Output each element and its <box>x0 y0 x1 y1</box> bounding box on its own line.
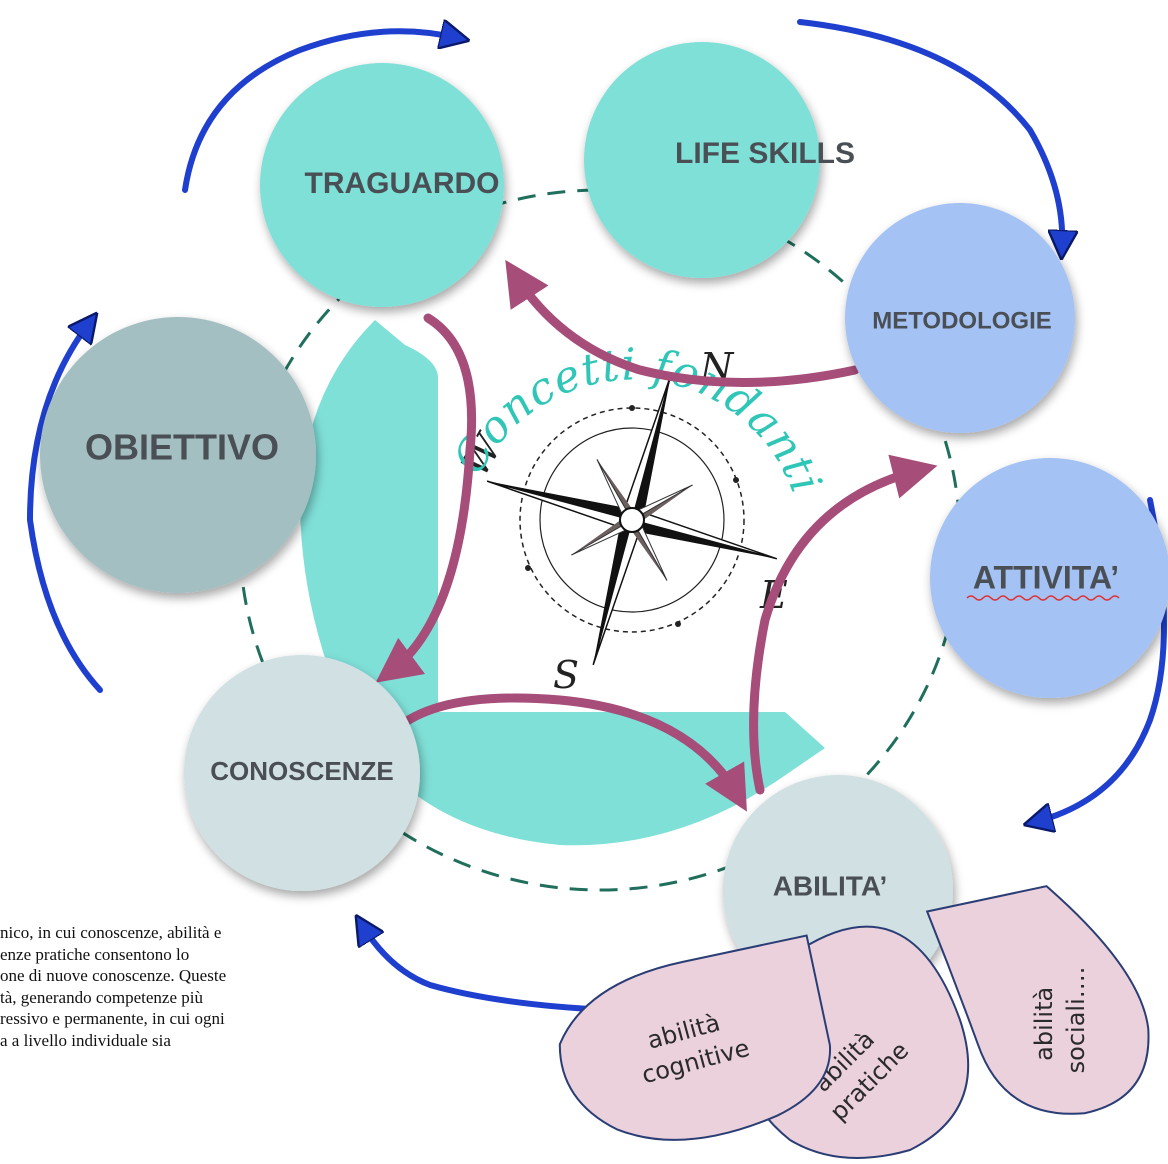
description-line: nico, in cui conoscenze, abilità e <box>0 923 222 942</box>
arrow-abilita-to-attivita <box>749 454 938 795</box>
description-text: nico, in cui conoscenze, abilità e enze … <box>0 922 360 1051</box>
node-conoscenze-label: CONOSCENZE <box>210 756 393 786</box>
spellcheck-underline <box>966 595 1120 601</box>
arrow-obiettivo-to-traguardo <box>182 31 458 193</box>
arrow-conoscenze-to-obiettivo <box>26 322 103 693</box>
drop-abilita-sociali: abilità sociali…. <box>925 885 1150 1115</box>
arrow-traguardo-to-conoscenze <box>375 313 477 683</box>
arrow-metodologie-to-traguardo <box>505 259 860 387</box>
node-abilita-label: ABILITA’ <box>773 870 888 901</box>
description-line: one di nuove conoscenze. Queste <box>0 966 227 985</box>
node-metodologie: METODOLOGIE <box>845 203 1075 433</box>
arrow-conoscenze-to-abilita <box>390 693 747 812</box>
compass-rose-icon <box>486 374 778 666</box>
node-traguardo: TRAGUARDO <box>260 63 504 307</box>
node-life-skills: LIFE SKILLS <box>584 42 855 278</box>
node-traguardo-label: TRAGUARDO <box>305 167 500 200</box>
node-attivita: ATTIVITA’ <box>930 458 1168 698</box>
drop-abilita-sociali-text: abilità sociali…. <box>1030 967 1090 1074</box>
description-line: ressivo e permanente, in cui ogni <box>0 1009 225 1028</box>
node-attivita-label: ATTIVITA’ <box>973 559 1119 595</box>
drop-abilita-cognitive: abilità cognitive <box>558 934 831 1141</box>
node-conoscenze: CONOSCENZE <box>184 655 420 891</box>
node-metodologie-label: METODOLOGIE <box>872 307 1052 334</box>
description-line: tà, generando competenze più <box>0 987 203 1007</box>
arrow-abilita-to-conoscenze <box>362 925 613 1013</box>
compass-south: S <box>553 653 579 697</box>
description-line: a a livello individuale sia <box>0 1030 171 1050</box>
node-life-skills-label: LIFE SKILLS <box>675 137 855 170</box>
description-line: enze pratiche consentono lo <box>0 944 190 964</box>
arrow-life-skills-to-metodologie <box>797 19 1062 248</box>
node-obiettivo: OBIETTIVO <box>40 317 316 593</box>
magenta-arrows <box>375 259 938 812</box>
node-obiettivo-label: OBIETTIVO <box>85 427 279 468</box>
